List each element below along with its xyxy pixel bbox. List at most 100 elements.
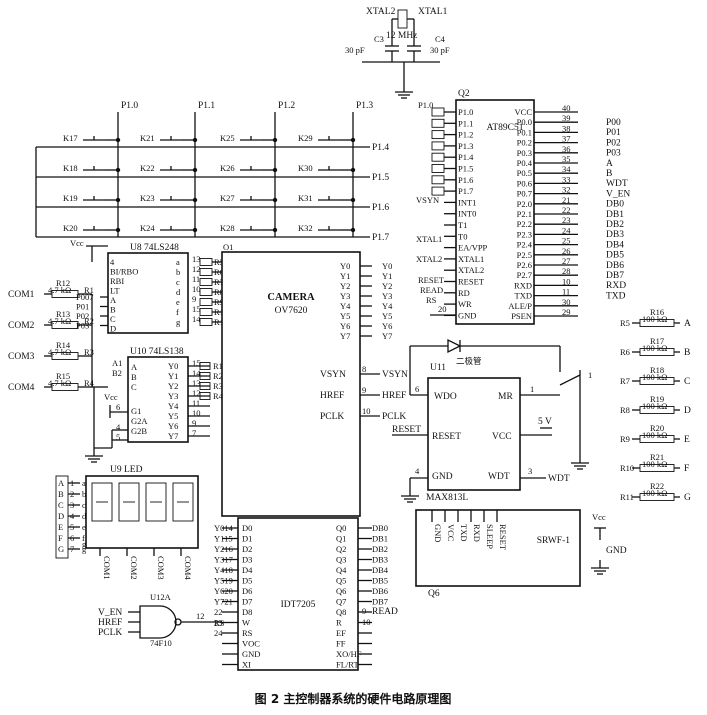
u11-wdo: WDO bbox=[434, 392, 457, 402]
com-resistor-name: R12 bbox=[56, 278, 70, 288]
mcu-right-ext: P02 bbox=[606, 138, 621, 148]
u11-switch-num: 1 bbox=[588, 370, 592, 380]
fifo-left-ext: 22 bbox=[214, 607, 223, 617]
right-resistor-name: R18 bbox=[650, 365, 664, 375]
mcu-pin-box bbox=[431, 152, 445, 162]
srwf-gnd: GND bbox=[606, 546, 627, 556]
led-digit bbox=[91, 482, 113, 522]
led-seg-lower: f bbox=[82, 533, 85, 543]
mcu-right-ext: TXD bbox=[606, 291, 626, 301]
led-seg-lower: g bbox=[82, 544, 87, 554]
figure-caption: 图 2 主控制器系统的硬件电路原理图 bbox=[255, 691, 452, 706]
led-seg-upper: F bbox=[58, 533, 63, 543]
right-resistor-name: R21 bbox=[650, 452, 664, 462]
mcu-right-ext: DB4 bbox=[606, 240, 624, 250]
keypad-key-label: K24 bbox=[140, 223, 155, 233]
right-resistor-out: B bbox=[684, 348, 690, 358]
right-resistor-out: C bbox=[684, 377, 690, 387]
led-seg-lower: e bbox=[82, 522, 86, 532]
mcu-left-pin: GND bbox=[458, 310, 476, 320]
crystal-c4-label: C4 bbox=[435, 34, 446, 44]
camera-sig-pin: VSYN bbox=[320, 370, 346, 380]
mcu-left-pin: P1.0 bbox=[458, 107, 473, 117]
u11-pin6: 6 bbox=[415, 384, 419, 394]
u8-left-pin: BI/RBO bbox=[110, 267, 138, 277]
u10-name: U10 74LS138 bbox=[130, 347, 184, 357]
led-seg-upper: A bbox=[58, 478, 65, 488]
u8-resistor bbox=[199, 288, 213, 296]
mcu-right-num: 21 bbox=[562, 195, 571, 205]
u12-name: U12A bbox=[150, 592, 172, 602]
u10-resistor bbox=[199, 372, 211, 380]
fifo-right-pin: FL/RT bbox=[336, 660, 359, 670]
camera-y-ext: Y2 bbox=[382, 281, 392, 291]
camera-y-pin: Y5 bbox=[340, 311, 350, 321]
camera-ov7620-module bbox=[221, 251, 361, 517]
right-resistor-value: 100 kΩ bbox=[642, 401, 667, 411]
keypad-junction bbox=[115, 167, 121, 173]
mcu-right-ext: B bbox=[606, 169, 612, 179]
u8-74ls248-chip bbox=[107, 252, 189, 334]
mcu-right-num: 23 bbox=[562, 215, 571, 225]
right-resistor-r: R11 bbox=[620, 492, 634, 502]
u8-right-num: 11 bbox=[192, 274, 200, 284]
camera-y-pin: Y0 bbox=[340, 261, 350, 271]
mcu-left-pin: INT1 bbox=[458, 197, 476, 207]
camera-y-ext: Y0 bbox=[382, 261, 392, 271]
led-seg-upper: C bbox=[58, 500, 64, 510]
camera-y-ext: Y1 bbox=[382, 271, 392, 281]
keypad-junction bbox=[192, 227, 198, 233]
mcu-left-pin: WR bbox=[458, 299, 472, 309]
right-resistor-value: 100 kΩ bbox=[642, 372, 667, 382]
keypad-key-label: K21 bbox=[140, 133, 155, 143]
right-resistor-out: D bbox=[684, 406, 691, 416]
u10-in-pin: B bbox=[131, 372, 137, 382]
fifo-left-pin: VOC bbox=[242, 639, 260, 649]
mcu-right-num: 24 bbox=[562, 225, 571, 235]
camera-model: OV7620 bbox=[275, 306, 308, 316]
mcu-right-num: 30 bbox=[562, 297, 571, 307]
u10-y-pin: Y4 bbox=[168, 401, 179, 411]
mcu-right-pin: P2.5 bbox=[517, 250, 532, 260]
mcu-left-pin: XTAL2 bbox=[458, 265, 484, 275]
keypad-key-label: K32 bbox=[298, 223, 313, 233]
u8-right-num: 9 bbox=[192, 294, 196, 304]
mcu-left-pin: RD bbox=[458, 288, 470, 298]
camera-sig-ext: HREF bbox=[382, 391, 406, 401]
mcu-model: AT89C51 bbox=[487, 123, 524, 133]
u11-mr: MR bbox=[498, 392, 513, 402]
mcu-left-pin: T0 bbox=[458, 231, 467, 241]
keypad-key-label: K20 bbox=[63, 223, 78, 233]
u10-y-pin: Y6 bbox=[168, 421, 178, 431]
u10-pin6: 6 bbox=[116, 402, 120, 412]
mcu-right-ext: A bbox=[606, 159, 613, 169]
right-resistor-r: R9 bbox=[620, 434, 630, 444]
u11-5v: 5 V bbox=[538, 417, 552, 427]
fifo-right-pin: EF bbox=[336, 628, 346, 638]
fifo-left-ext: Y620 bbox=[214, 586, 233, 596]
camera-sig-num: 8 bbox=[362, 364, 366, 374]
camera-y-pin: Y7 bbox=[340, 331, 350, 341]
mcu-pin-box bbox=[431, 141, 445, 151]
mcu-right-num: 32 bbox=[562, 185, 571, 195]
u11-max813l-chip bbox=[427, 377, 521, 491]
led-com-label: COM2 bbox=[129, 556, 139, 580]
srwf-1-module bbox=[415, 509, 581, 587]
right-resistor-r: R10 bbox=[620, 463, 634, 473]
camera-y-pin: Y4 bbox=[340, 301, 351, 311]
mcu-left-pin: P1.1 bbox=[458, 118, 473, 128]
crystal-freq-label: 12 MHz bbox=[386, 31, 417, 41]
fifo-right-pin: Q5 bbox=[336, 576, 346, 586]
mcu-right-num: 40 bbox=[562, 103, 571, 113]
fifo-left-ext: Y418 bbox=[214, 565, 233, 575]
u8-right-num: 10 bbox=[192, 284, 201, 294]
camera-y-ext: Y6 bbox=[382, 321, 392, 331]
mcu-right-ext: DB1 bbox=[606, 210, 624, 220]
u12-input-label: PCLK bbox=[98, 628, 122, 638]
fifo-left-pin: D3 bbox=[242, 555, 252, 565]
mcu-pin-box bbox=[431, 186, 445, 196]
u10-gate-pin: G2B bbox=[131, 426, 147, 436]
led-seg-upper: G bbox=[58, 544, 64, 554]
right-resistor-name: R20 bbox=[650, 423, 664, 433]
